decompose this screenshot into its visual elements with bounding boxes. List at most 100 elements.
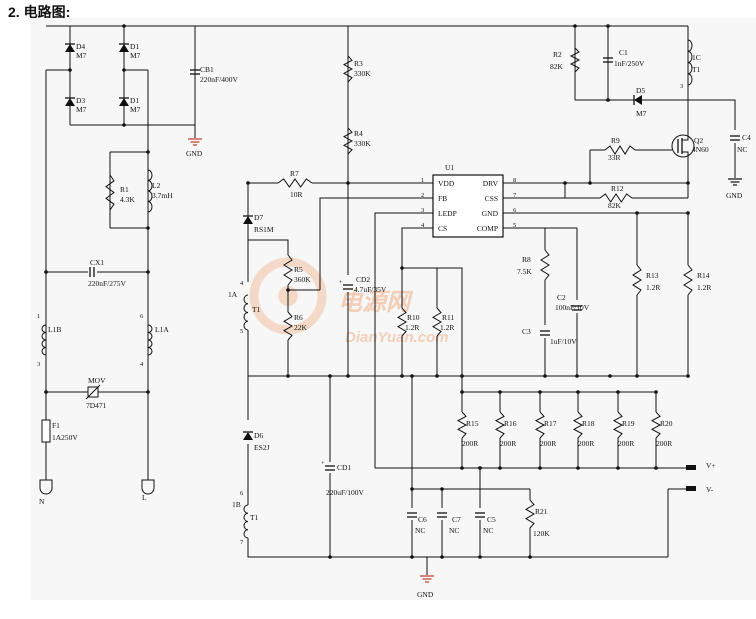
resistor-r17 bbox=[534, 411, 546, 439]
junction-dot bbox=[246, 181, 250, 185]
ic-pin-cs: CS bbox=[438, 224, 447, 233]
ref-r11: R11 bbox=[442, 313, 454, 322]
junction-dot bbox=[563, 181, 567, 185]
watermark-cn: 电源网 bbox=[338, 289, 414, 316]
inductor-l1a bbox=[147, 324, 153, 356]
ref-r16: R16 bbox=[504, 419, 517, 428]
ref-d7: D7 bbox=[254, 213, 263, 222]
value-d4: M7 bbox=[76, 51, 87, 60]
ref-c2: C2 bbox=[557, 293, 566, 302]
ref-r7: R7 bbox=[290, 169, 299, 178]
value-r15: 200R bbox=[462, 439, 478, 448]
value-r19: 200R bbox=[618, 439, 634, 448]
junction-dot bbox=[606, 24, 610, 28]
ic-pin-gnd: GND bbox=[482, 209, 499, 218]
junction-dot bbox=[616, 390, 620, 394]
value-r6: 22K bbox=[294, 323, 308, 332]
value-l2: 3.7mH bbox=[152, 191, 173, 200]
value-r9: 33R bbox=[608, 153, 621, 162]
junction-dot bbox=[606, 98, 610, 102]
value-cd2: 4.7uF/35V bbox=[354, 285, 387, 294]
junction-dot bbox=[498, 390, 502, 394]
value-d3: M7 bbox=[76, 105, 87, 114]
value-c2: 100nF/10V bbox=[555, 303, 590, 312]
schematic-sheet bbox=[30, 18, 756, 600]
value-r17: 200R bbox=[540, 439, 556, 448]
ref-q2: Q2 bbox=[694, 136, 703, 145]
resistor-r7 bbox=[277, 178, 313, 188]
resistor-r8 bbox=[540, 249, 550, 281]
junction-dot bbox=[346, 181, 350, 185]
resistor-r2 bbox=[569, 47, 581, 73]
value-cd1: 220uF/100V bbox=[326, 488, 365, 497]
junction-dot bbox=[460, 390, 464, 394]
ref-r1: R1 bbox=[120, 185, 129, 194]
junction-dot bbox=[346, 374, 350, 378]
ref-mov: MOV bbox=[88, 376, 106, 385]
wire bbox=[437, 267, 463, 376]
junction-dot bbox=[435, 374, 439, 378]
value-r13: 1.2R bbox=[646, 283, 660, 292]
gnd-bottom-label: GND bbox=[417, 590, 434, 599]
terminal-vminus-icon bbox=[686, 486, 696, 491]
resistor-r3 bbox=[342, 55, 354, 83]
resistor-r6 bbox=[283, 311, 293, 341]
value-c3: 1uF/10V bbox=[550, 337, 577, 346]
ref-d1: D1 bbox=[130, 96, 139, 105]
junction-dot bbox=[543, 374, 547, 378]
diode-d6 bbox=[243, 432, 253, 440]
junction-dot bbox=[460, 466, 464, 470]
value-r20: 200R bbox=[656, 439, 672, 448]
junction-dot bbox=[686, 211, 690, 215]
ref-r14: R14 bbox=[697, 271, 710, 280]
junction-dot bbox=[575, 374, 579, 378]
value-d7: RS1M bbox=[254, 225, 274, 234]
ref-c5: C5 bbox=[487, 515, 496, 524]
diode-d3 bbox=[65, 98, 75, 106]
varistor-mov-slash bbox=[85, 384, 101, 400]
plug-n-icon bbox=[39, 479, 53, 495]
junction-dot bbox=[635, 374, 639, 378]
inductor-t1-primary bbox=[687, 39, 693, 86]
value-q2: 4N60 bbox=[692, 145, 709, 154]
ref-c7: C7 bbox=[452, 515, 461, 524]
resistor-r21 bbox=[525, 499, 535, 529]
resistor-r9 bbox=[604, 145, 636, 155]
ref-c6: C6 bbox=[418, 515, 427, 524]
diode-d1 bbox=[119, 44, 129, 52]
junction-dot bbox=[122, 68, 126, 72]
t1-1a-ref: 1A bbox=[228, 290, 238, 299]
ref-r13: R13 bbox=[646, 271, 659, 280]
junction-dot bbox=[286, 288, 290, 292]
section-heading: 2. 电路图: bbox=[8, 4, 71, 20]
ic-pin-vdd: VDD bbox=[438, 179, 455, 188]
value-d6: ES2J bbox=[254, 443, 270, 452]
inductor-t1-1a bbox=[243, 294, 249, 331]
resistor-r11 bbox=[432, 307, 442, 337]
value-r16: 200R bbox=[500, 439, 516, 448]
value-r18: 200R bbox=[578, 439, 594, 448]
junction-dot bbox=[478, 466, 482, 470]
value-c1: 1nF/250V bbox=[614, 59, 645, 68]
ic-pin-ledp: LEDP bbox=[438, 209, 457, 218]
junction-dot bbox=[573, 24, 577, 28]
ic-pinnum-3: 3 bbox=[421, 207, 424, 214]
ref-d6: D6 bbox=[254, 431, 263, 440]
junction-dot bbox=[410, 555, 414, 559]
value-r11: 1.2R bbox=[440, 323, 454, 332]
value-1c: T1 bbox=[692, 65, 701, 74]
junction-dot bbox=[608, 374, 612, 378]
value-mov: 7D471 bbox=[86, 401, 107, 410]
value-r3: 330K bbox=[354, 69, 371, 78]
pin-l1a-6: 6 bbox=[140, 313, 144, 320]
plug-l-icon bbox=[141, 479, 155, 495]
t1-1b-pin7: 7 bbox=[240, 539, 244, 546]
junction-dot bbox=[122, 123, 126, 127]
ref-r6: R6 bbox=[294, 313, 303, 322]
value-r10: 1.2R bbox=[405, 323, 419, 332]
value-r12: 82K bbox=[608, 201, 622, 210]
t1-1a-tag: T1 bbox=[252, 305, 261, 314]
junction-dot bbox=[146, 390, 150, 394]
ref-r15: R15 bbox=[466, 419, 479, 428]
ref-r21: R21 bbox=[535, 507, 548, 516]
